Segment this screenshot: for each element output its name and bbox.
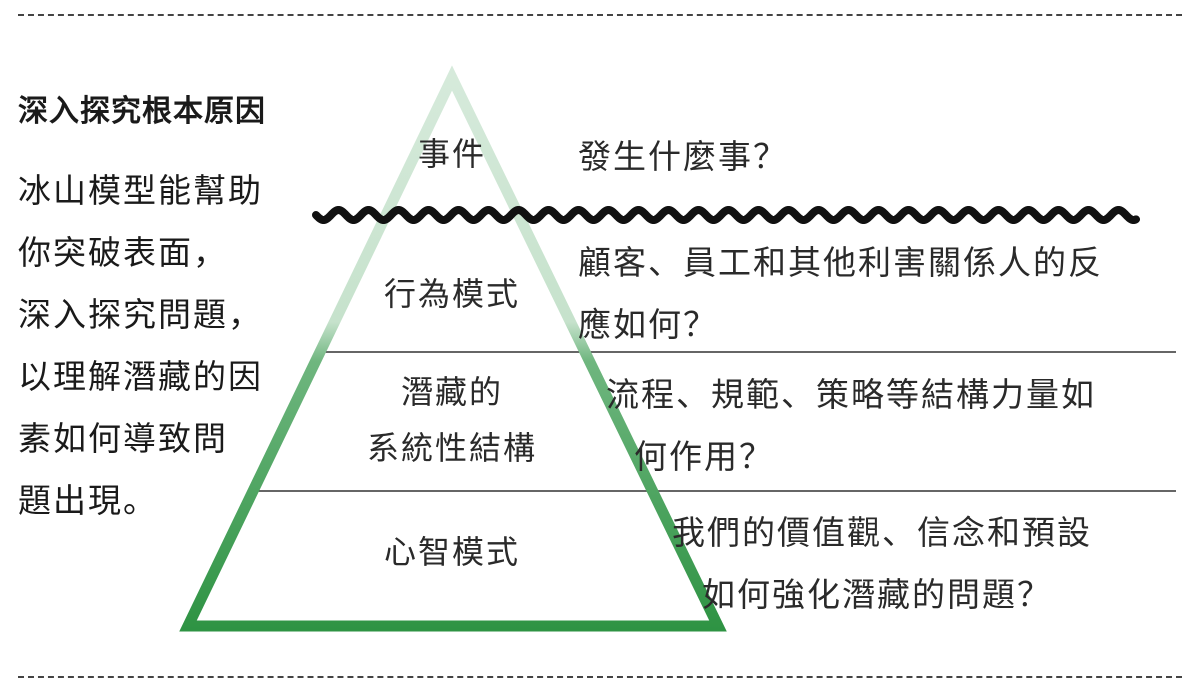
description-line: 深入探究問題， — [18, 295, 263, 334]
iceberg-triangle — [179, 65, 727, 632]
question-line: 發生什麼事？ — [578, 137, 788, 176]
question-line: 顧客、員工和其他利害關係人的反 — [578, 243, 1103, 282]
description-line: 你突破表面， — [18, 233, 228, 272]
layer-label-structures: 潛藏的 系統性結構 — [322, 364, 582, 476]
question-line: 應如何？ — [578, 305, 718, 344]
description-line: 素如何導致問 — [18, 419, 228, 458]
layer-label-mental-models: 心智模式 — [332, 524, 572, 580]
layer-label-line: 事件 — [417, 135, 486, 173]
question-line: 何作用？ — [634, 437, 774, 476]
section-heading: 深入探究根本原因 — [18, 94, 266, 129]
layer-label-line: 心智模式 — [383, 533, 520, 571]
description-line: 以理解潛藏的因 — [18, 357, 263, 396]
layer-label-line: 潛藏的 — [400, 373, 503, 411]
question-line: 流程、規範、策略等結構力量如 — [606, 375, 1096, 414]
layer-label-events: 事件 — [352, 126, 552, 182]
bottom-dashed-border — [18, 676, 1182, 678]
waterline-wave — [312, 206, 1140, 224]
layer-question-structures: 流程、規範、策略等結構力量如 何作用？ — [606, 364, 1096, 488]
top-dashed-border — [18, 14, 1182, 16]
layer-label-line: 系統性結構 — [366, 429, 537, 467]
layer-label-line: 行為模式 — [383, 275, 520, 313]
layer-question-mental-models: 我們的價值觀、信念和預設 如何強化潛藏的問題？ — [672, 502, 1092, 626]
layer-label-patterns: 行為模式 — [332, 266, 572, 322]
description-line: 題出現。 — [18, 481, 158, 520]
description-line: 冰山模型能幫助 — [18, 171, 263, 210]
layer-question-events: 發生什麼事？ — [578, 126, 788, 188]
layer-question-patterns: 顧客、員工和其他利害關係人的反 應如何？ — [578, 232, 1103, 356]
description-text: 冰山模型能幫助 你突破表面， 深入探究問題， 以理解潛藏的因 素如何導致問 題出… — [18, 160, 308, 532]
question-line: 我們的價值觀、信念和預設 — [672, 513, 1092, 552]
question-line: 如何強化潛藏的問題？ — [702, 575, 1052, 614]
